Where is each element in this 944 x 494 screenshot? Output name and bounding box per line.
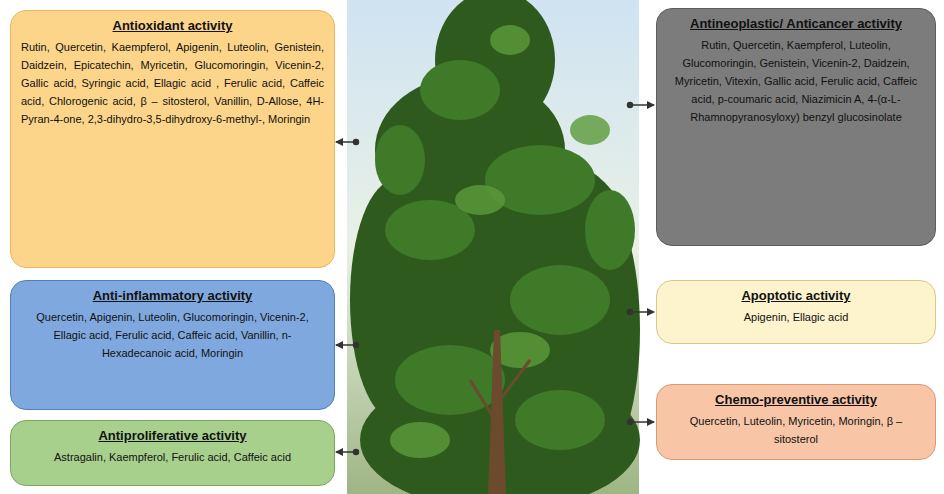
activity-heading: Chemo-preventive activity (667, 391, 925, 409)
arrow-dot (354, 140, 359, 145)
apoptotic-box: Apoptotic activityApigenin, Ellagic acid (656, 280, 936, 344)
antioxidant-box: Antioxidant activityRutin, Quercetin, Ka… (10, 10, 335, 268)
arrow (630, 311, 654, 313)
arrow (630, 104, 654, 106)
compound-list: Quercetin, Apigenin, Luteolin, Glucomori… (21, 308, 324, 362)
compound-list: Rutin, Quercetin, Kaempferol, Apigenin, … (21, 38, 324, 129)
arrow-dot (354, 450, 359, 455)
compound-list: Rutin, Quercetin, Kaempferol, Luteolin, … (667, 36, 925, 127)
chemo-preventive-box: Chemo-preventive activityQuercetin, Lute… (656, 384, 936, 460)
compound-list: Apigenin, Ellagic acid (667, 308, 925, 326)
anti-inflammatory-box: Anti-inflammatory activityQuercetin, Api… (10, 280, 335, 410)
activity-heading: Antineoplastic/ Anticancer activity (667, 15, 925, 33)
arrow-dot (628, 420, 633, 425)
activity-heading: Apoptotic activity (667, 287, 925, 305)
arrow-dot (354, 343, 359, 348)
arrow-dot (628, 103, 633, 108)
compound-list: Astragalin, Kaempferol, Ferulic acid, Ca… (21, 448, 324, 466)
activity-heading: Anti-inflammatory activity (21, 287, 324, 305)
activity-heading: Antiproliferative activity (21, 427, 324, 445)
anticancer-box: Antineoplastic/ Anticancer activityRutin… (656, 8, 936, 246)
arrow (630, 421, 654, 423)
compound-list: Quercetin, Luteolin, Myricetin, Moringin… (667, 412, 925, 448)
activity-heading: Antioxidant activity (21, 17, 324, 35)
antiproliferative-box: Antiproliferative activityAstragalin, Ka… (10, 420, 335, 486)
arrow-dot (628, 310, 633, 315)
